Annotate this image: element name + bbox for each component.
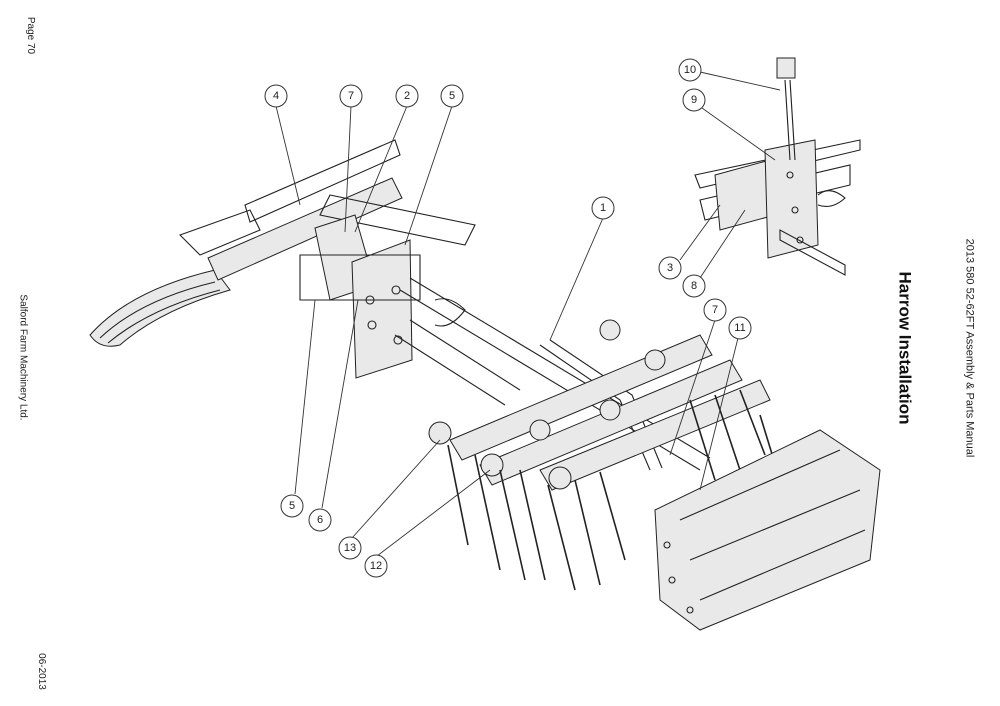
- svg-text:7: 7: [348, 90, 354, 102]
- callout-1: 1: [591, 196, 615, 220]
- svg-text:11: 11: [734, 322, 745, 334]
- rolling-basket: [654, 429, 881, 631]
- callout-5-b: 5: [280, 494, 304, 518]
- callout-6: 6: [308, 508, 332, 532]
- callout-8: 8: [682, 274, 706, 298]
- callout-11: 11: [728, 316, 752, 340]
- callout-12: 12: [364, 554, 388, 578]
- svg-text:1: 1: [600, 202, 606, 214]
- callout-13: 13: [338, 536, 362, 560]
- svg-text:13: 13: [344, 542, 356, 554]
- svg-text:7: 7: [712, 304, 718, 316]
- svg-text:9: 9: [691, 94, 697, 106]
- svg-text:12: 12: [370, 560, 382, 572]
- callout-10: 10: [678, 58, 702, 82]
- svg-text:2: 2: [404, 90, 410, 102]
- shank-sweep: [89, 209, 261, 347]
- callout-5: 5: [440, 84, 464, 108]
- svg-text:8: 8: [691, 280, 697, 292]
- svg-text:4: 4: [273, 90, 279, 102]
- callout-7-b: 7: [703, 298, 727, 322]
- callout-7: 7: [339, 84, 363, 108]
- svg-text:3: 3: [667, 262, 673, 274]
- callout-2: 2: [395, 84, 419, 108]
- callout-3: 3: [658, 256, 682, 280]
- callout-4: 4: [264, 84, 288, 108]
- callout-9: 9: [682, 88, 706, 112]
- toolbar-left: [207, 139, 476, 379]
- tine-bars: [428, 319, 771, 491]
- harrow-tines: [447, 389, 781, 591]
- svg-text:5: 5: [289, 500, 295, 512]
- svg-text:5: 5: [449, 90, 455, 102]
- svg-text:10: 10: [684, 64, 696, 76]
- svg-text:6: 6: [317, 514, 323, 526]
- inset-detail: [694, 57, 861, 276]
- leader-lines: [275, 71, 781, 557]
